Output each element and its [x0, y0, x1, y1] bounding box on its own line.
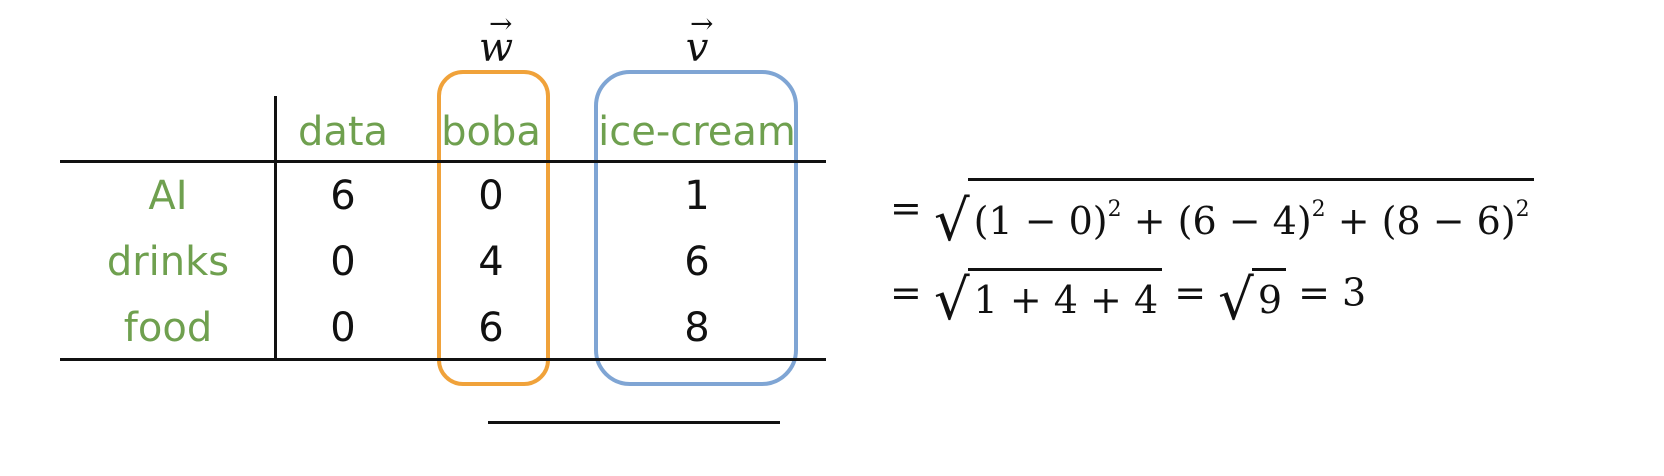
square-root: √(1 − 0)2 + (6 − 4)2 + (8 − 6)2	[933, 178, 1534, 254]
table-cell: 4	[478, 239, 504, 285]
radical-sign-icon: √	[933, 268, 970, 333]
ice-cream-column-highlight	[594, 70, 798, 386]
table-cell: 8	[684, 305, 710, 351]
row-label-ai: AI	[148, 173, 188, 219]
vector-w-label: → w	[478, 7, 514, 71]
table-header-divider	[60, 160, 826, 163]
vector-arrow-icon: →	[488, 7, 513, 40]
radical-sign-icon: √	[1218, 268, 1254, 333]
column-header-ice-cream: ice-cream	[598, 109, 796, 155]
row-label-drinks: drinks	[106, 239, 230, 285]
table-cell: 6	[330, 173, 356, 219]
equation-line-1: = √(1 − 0)2 + (6 − 4)2 + (8 − 6)2	[890, 178, 1534, 254]
equation-line-2: = √1 + 4 + 4 = √9 = 3	[890, 268, 1367, 333]
table-cell: 0	[478, 173, 504, 219]
table-cell: 0	[330, 239, 356, 285]
table-vertical-divider	[274, 96, 277, 360]
vector-arrow-icon: →	[689, 7, 714, 40]
square-root: √1 + 4 + 4	[933, 268, 1163, 333]
table-bottom-border	[60, 358, 826, 361]
table-cell: 6	[684, 239, 710, 285]
radical-sign-icon: √	[933, 189, 970, 254]
table-cell: 0	[330, 305, 356, 351]
fraction-bar	[488, 421, 780, 424]
row-label-food: food	[123, 305, 213, 351]
square-root: √9	[1218, 268, 1287, 333]
vector-v-label: → v	[685, 7, 714, 71]
table-cell: 1	[684, 173, 710, 219]
column-header-boba: boba	[441, 109, 541, 155]
table-cell: 6	[478, 305, 504, 351]
boba-column-highlight	[437, 70, 550, 386]
column-header-data: data	[297, 109, 389, 155]
